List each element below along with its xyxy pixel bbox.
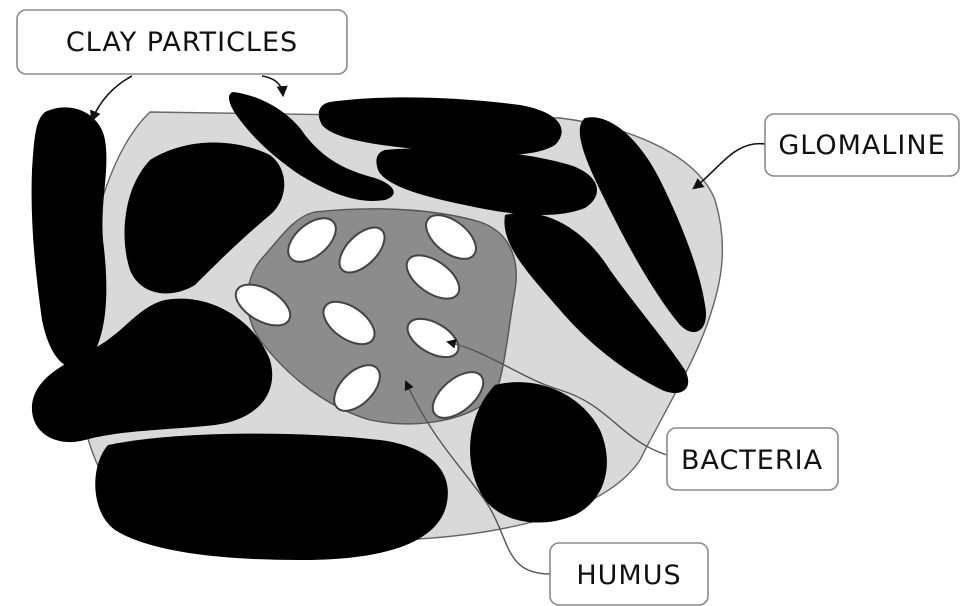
label-bacteria-text: BACTERIA xyxy=(681,445,823,476)
label-humus: HUMUS xyxy=(550,543,708,605)
label-bacteria: BACTERIA xyxy=(667,428,838,490)
clay-particle xyxy=(32,107,107,367)
clay-leader-right xyxy=(262,76,283,95)
clay-leader-left xyxy=(92,76,132,120)
clay-particle xyxy=(95,434,448,560)
label-glomaline-text: GLOMALINE xyxy=(778,130,945,161)
label-humus-text: HUMUS xyxy=(576,560,681,591)
label-clay-text: CLAY PARTICLES xyxy=(66,27,298,58)
label-clay: CLAY PARTICLES xyxy=(17,10,347,74)
label-glomaline: GLOMALINE xyxy=(765,114,959,176)
